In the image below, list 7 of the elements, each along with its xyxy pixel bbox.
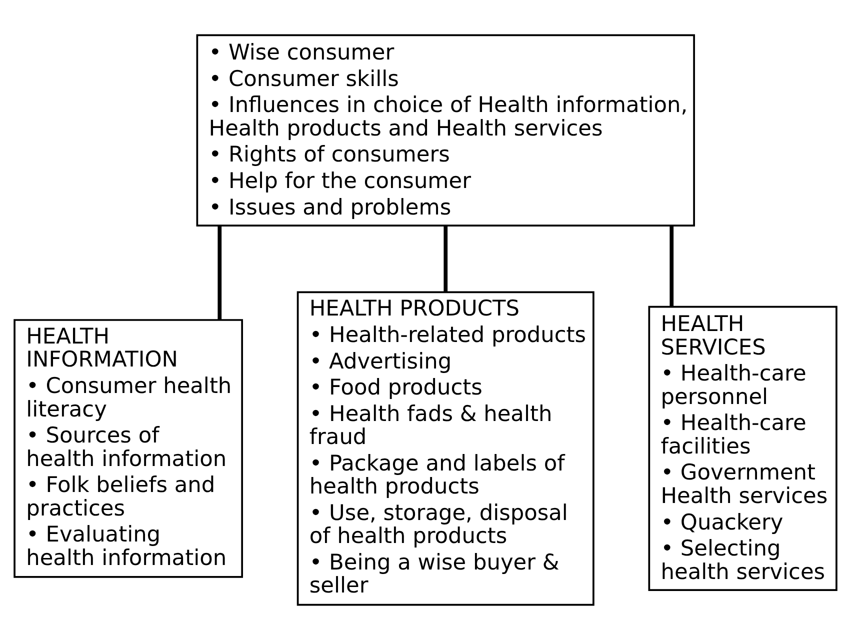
node-box: HEALTH SERVICES • Health-care personnel • Health-care facilities • Government Health services • Quackery • Selecting health services xyxy=(648,305,838,591)
node-box: HEALTH PRODUCTS • Health-related products • Advertising • Food products • Health fads & health fraud • Package and labels of health products • Use, storage, disposal of health products • Being a wise buyer & seller xyxy=(296,290,594,606)
connector xyxy=(218,225,222,320)
node-box: • Wise consumer • Consumer skills • Influences in choice of Health information, Health products and Health services • Rights of consumers • Help for the consumer • Issues and problems xyxy=(196,34,695,226)
connector xyxy=(444,225,448,292)
node-box: HEALTH INFORMATION • Consumer health literacy • Sources of health information • Folk beliefs and practices • Evaluating health information xyxy=(14,318,243,578)
connector xyxy=(670,225,674,306)
